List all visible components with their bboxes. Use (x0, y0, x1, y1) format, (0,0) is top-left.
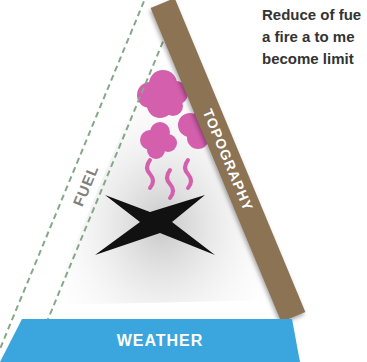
x-mark (95, 195, 215, 255)
fuel-band: FUEL (0, 0, 175, 362)
topography-band: TOPOGRAPHY (151, 0, 306, 322)
band-label: FUEL (69, 162, 101, 208)
band-label: TOPOGRAPHY (200, 106, 257, 213)
weather-band: WEATHER (0, 319, 300, 362)
weather-band-fill (0, 319, 300, 362)
band-label: WEATHER (117, 332, 204, 350)
shadow-area (50, 40, 275, 305)
smoke-wisps (147, 160, 191, 198)
note-text: Reduce of fue a fire a to me become limi… (262, 4, 365, 70)
